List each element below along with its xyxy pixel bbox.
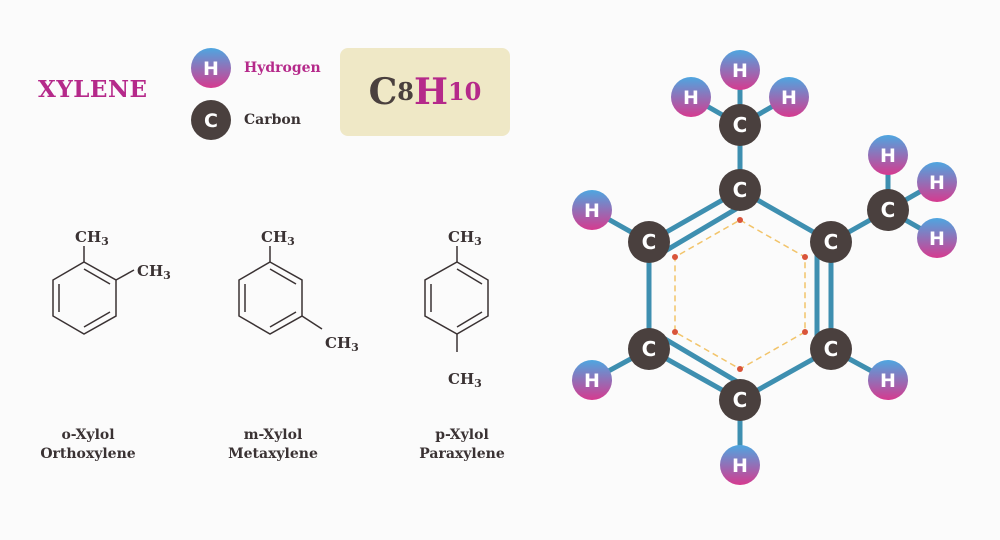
formula-hydrogen-count: 10 [447, 77, 482, 106]
formula-hydrogen: H [413, 71, 448, 113]
atom-symbol: C [642, 337, 657, 361]
atom-symbol: C [642, 230, 657, 254]
hydrogen-atom: H [868, 360, 908, 400]
carbon-atom: C [719, 379, 761, 421]
atom-symbol: C [733, 388, 748, 412]
carbon-atom: C [810, 221, 852, 263]
atom-symbol: H [880, 370, 896, 392]
methyl-label: CH3 [75, 228, 109, 248]
hydrogen-atom: H [720, 50, 760, 90]
methyl-label: CH3 [325, 334, 359, 354]
isomer-short-name: o-Xylol [61, 427, 115, 443]
atom-symbol: H [929, 228, 945, 250]
hydrogen-atom: H [572, 360, 612, 400]
atom-symbol: H [929, 172, 945, 194]
carbon-atom: C [867, 189, 909, 231]
hydrogen-atom: H [769, 77, 809, 117]
carbon-atom: C [628, 221, 670, 263]
molecule-model: H H H H H H H H H H C C C C C C C C [572, 50, 957, 485]
atom-symbol: C [881, 198, 896, 222]
atom-symbol: H [584, 370, 600, 392]
formula-carbon-count: 8 [397, 77, 414, 106]
carbon-atom: C [719, 169, 761, 211]
atom-symbol: H [732, 60, 748, 82]
isomer-short-name: m-Xylol [243, 427, 303, 443]
atom-symbol: H [732, 455, 748, 477]
atom-symbol: H [584, 200, 600, 222]
aromatic-ring [672, 217, 808, 372]
hydrogen-atom: H [572, 190, 612, 230]
atom-symbol: C [204, 110, 218, 132]
atoms: H H H H H H H H H H C C C C C C C C [572, 50, 957, 485]
methyl-label: CH3 [448, 370, 482, 390]
carbon-atom: C [810, 328, 852, 370]
hydrogen-atom: H [720, 445, 760, 485]
atom-symbol: H [683, 87, 699, 109]
isomer-label-ortho: o-Xylol Orthoxylene [8, 426, 168, 464]
atom-symbol: H [880, 145, 896, 167]
atom-symbol: C [824, 337, 839, 361]
atom-symbol: C [733, 113, 748, 137]
meta-xylene-structure [238, 246, 323, 335]
legend-hydrogen-label: Hydrogen [244, 60, 321, 76]
atom-symbol: H [203, 58, 219, 80]
legend-carbon-icon: C [191, 100, 231, 140]
atom-symbol: C [824, 230, 839, 254]
hydrogen-atom: H [868, 135, 908, 175]
bonds [589, 67, 940, 468]
hydrogen-atom: H [917, 218, 957, 258]
carbon-atom: C [628, 328, 670, 370]
hydrogen-atom: H [917, 162, 957, 202]
isomer-label-para: p-Xylol Paraxylene [382, 426, 542, 464]
methyl-label: CH3 [261, 228, 295, 248]
legend-hydrogen-icon: H [191, 48, 231, 88]
methyl-label: CH3 [448, 228, 482, 248]
atom-symbol: C [733, 178, 748, 202]
isomer-label-meta: m-Xylol Metaxylene [193, 426, 353, 464]
formula-carbon: C [368, 71, 398, 113]
page-title: XYLENE [38, 76, 148, 103]
isomer-short-name: p-Xylol [435, 427, 489, 443]
legend-atoms: HC [191, 48, 231, 140]
isomer-full-name: Metaxylene [228, 446, 318, 462]
para-xylene-structure [424, 246, 489, 352]
hydrogen-atom: H [671, 77, 711, 117]
carbon-atom: C [719, 104, 761, 146]
isomer-full-name: Orthoxylene [40, 446, 136, 462]
atom-symbol: H [781, 87, 797, 109]
ortho-xylene-structure [52, 246, 135, 335]
legend-carbon-label: Carbon [244, 112, 301, 128]
methyl-label: CH3 [137, 262, 171, 282]
isomer-full-name: Paraxylene [419, 446, 505, 462]
